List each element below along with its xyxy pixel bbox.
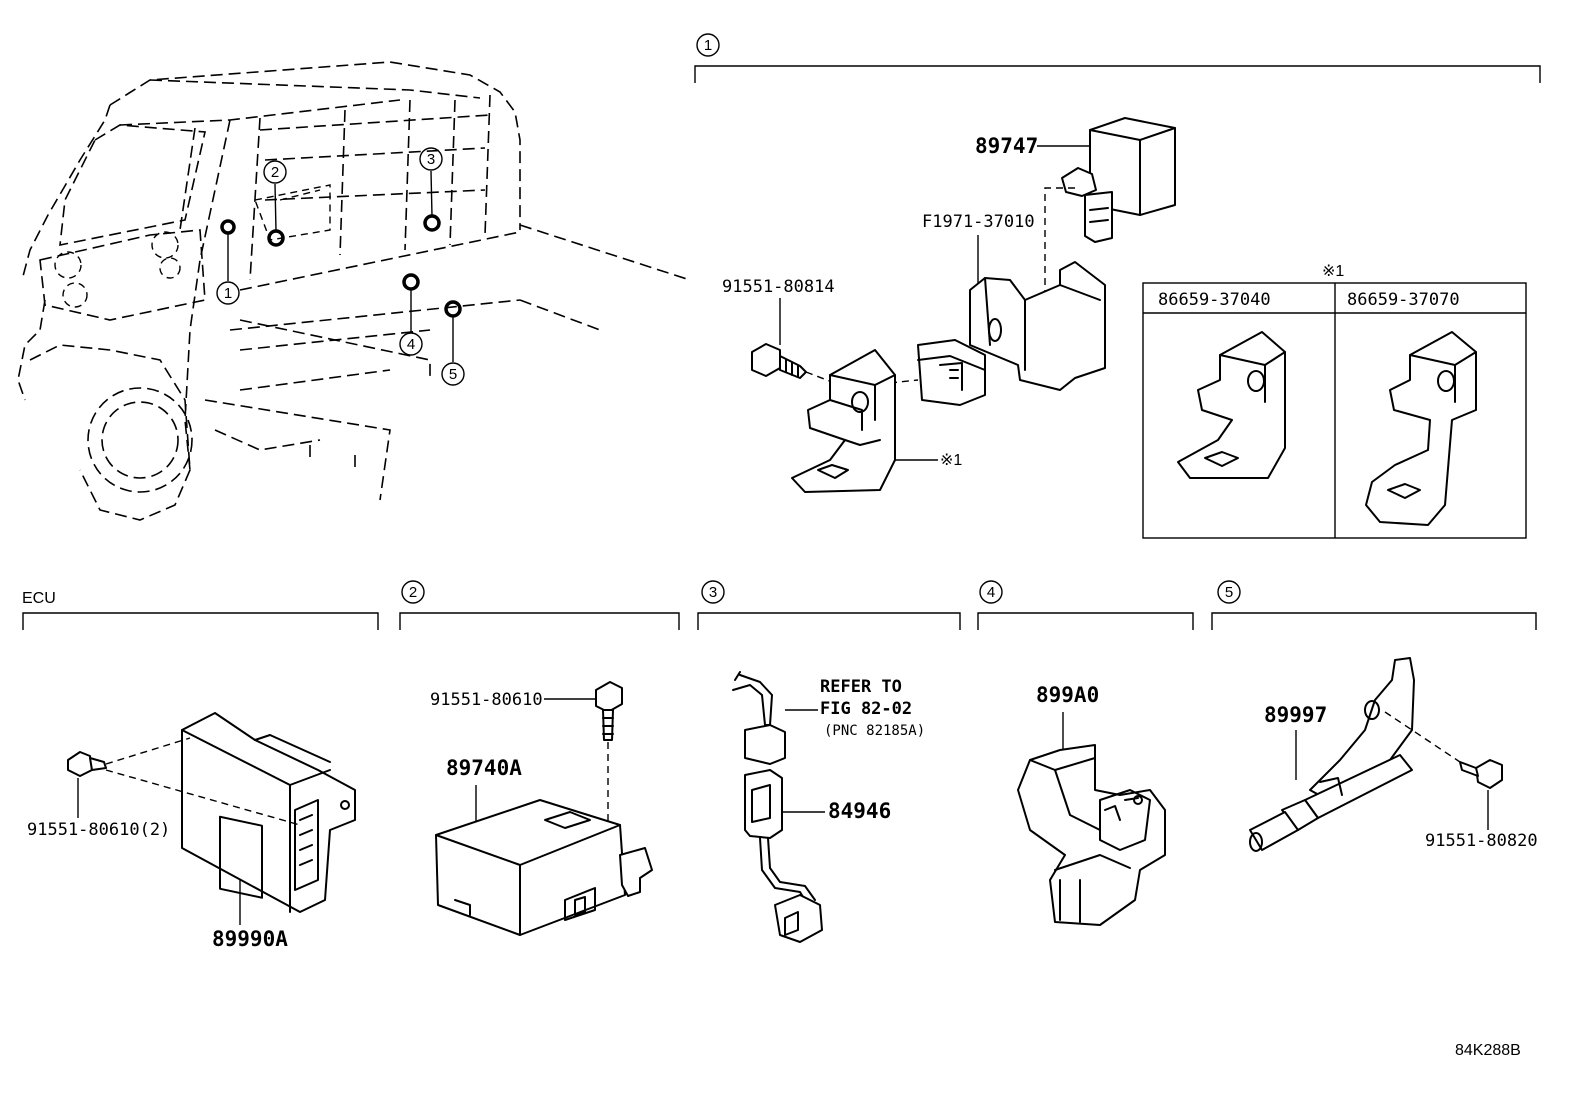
label-89997: 89997 <box>1264 703 1327 727</box>
label-91551-80610: 91551-80610 <box>430 690 543 710</box>
label-89747: 89747 <box>975 134 1038 158</box>
group4-header: 4 <box>977 580 1194 630</box>
sensor-84946 <box>732 671 823 943</box>
variant-table: ※1 86659-37040 86659-37070 <box>1142 263 1527 539</box>
bracket-note1 <box>791 349 896 493</box>
svg-text:1: 1 <box>224 285 232 302</box>
label-91551-80814: 91551-80814 <box>722 277 835 297</box>
variant-col-86659-37040: 86659-37040 <box>1158 290 1271 310</box>
truck-callout-2: 2 <box>263 160 287 184</box>
group2-header: 2 <box>399 580 680 630</box>
bracket-899a0 <box>1017 744 1166 926</box>
note1-label: ※1 <box>940 452 962 469</box>
g5-guide-line <box>1384 711 1461 763</box>
label-84946: 84946 <box>828 799 891 823</box>
bolt-91551-80610 <box>595 681 623 741</box>
bolt-91551-80820 <box>1459 759 1503 789</box>
variant-table-title: ※1 <box>1322 263 1344 280</box>
label-91551-80610-2: 91551-80610(2) <box>27 820 170 840</box>
bolt-91551-80610-2 <box>67 751 107 777</box>
bolt-91551-80814 <box>751 343 807 379</box>
group5-header: 5 <box>1211 580 1537 630</box>
truck-illustration <box>17 61 691 521</box>
label-899a0: 899A0 <box>1036 683 1099 707</box>
module-89740a <box>435 799 653 936</box>
refer-line-3: (PNC 82185A) <box>824 723 925 739</box>
truck-callout-1: 1 <box>216 281 240 305</box>
svg-text:1: 1 <box>704 37 712 54</box>
refer-line-2: FIG 82-02 <box>820 699 912 719</box>
ecu-89990a <box>181 712 356 913</box>
label-f1971-37010: F1971-37010 <box>922 212 1035 232</box>
svg-text:5: 5 <box>449 366 457 383</box>
ecu-header: ECU <box>22 590 379 630</box>
bracket-f1971-37010 <box>917 261 1106 406</box>
variant-col-86659-37070: 86659-37070 <box>1347 290 1460 310</box>
relay-guide-line <box>1044 187 1075 320</box>
svg-text:3: 3 <box>427 151 435 168</box>
relay-89747 <box>1037 117 1176 243</box>
refer-line-1: REFER TO <box>820 677 902 697</box>
figure-id: 84K288B <box>1455 1042 1521 1059</box>
sensor-89997 <box>1249 657 1415 852</box>
label-91551-80820: 91551-80820 <box>1425 831 1538 851</box>
refer-note: REFER TO FIG 82-02 (PNC 82185A) <box>820 677 925 739</box>
svg-text:2: 2 <box>271 164 279 181</box>
svg-text:3: 3 <box>709 584 717 601</box>
ecu-title: ECU <box>22 590 56 607</box>
svg-text:2: 2 <box>409 584 417 601</box>
group3-header: 3 <box>697 580 961 630</box>
svg-text:4: 4 <box>407 336 415 353</box>
label-89990a: 89990A <box>212 927 288 951</box>
truck-callout-5: 5 <box>441 362 465 386</box>
group1-header: 1 <box>694 33 1541 83</box>
ecu-guide-line <box>105 737 301 826</box>
svg-text:5: 5 <box>1225 584 1233 601</box>
label-89740a: 89740A <box>446 756 522 780</box>
truck-callout-4: 4 <box>399 332 423 356</box>
svg-text:4: 4 <box>987 584 995 601</box>
truck-callout-3: 3 <box>419 147 443 171</box>
